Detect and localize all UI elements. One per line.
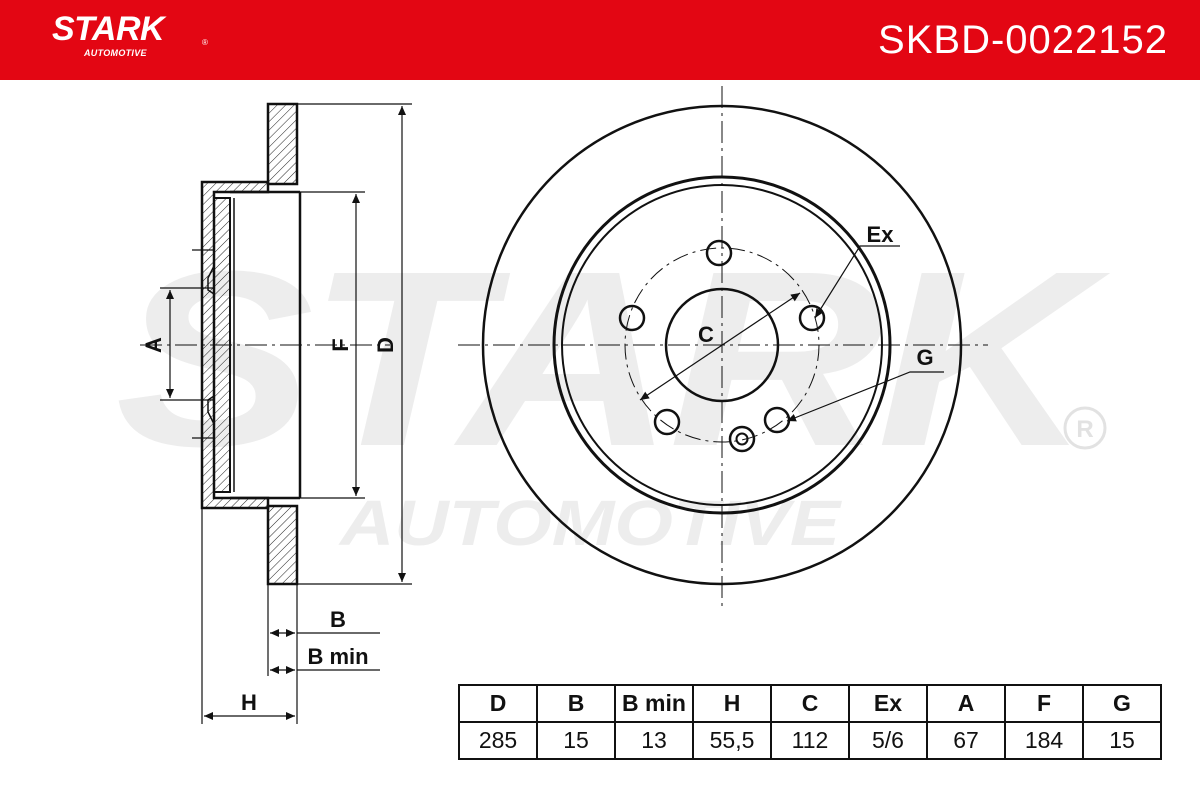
label-A: A (141, 337, 166, 353)
spec-value-cell: 13 (614, 721, 694, 760)
bolt-hole-2 (798, 304, 826, 332)
spec-table-value-row: 285 15 13 55,5 112 5/6 67 184 15 (458, 721, 1162, 760)
spec-header-cell: B min (614, 684, 694, 723)
spec-value-cell: 55,5 (692, 721, 772, 760)
part-number: SKBD-0022152 (878, 18, 1168, 62)
brand-subtitle: AUTOMOTIVE (84, 48, 147, 58)
bore-chamfer-bottom (207, 395, 215, 425)
label-F: F (328, 338, 353, 351)
side-view-labels: A F D B B min H (141, 337, 398, 715)
watermark-sub: AUTOMOTIVE (338, 487, 843, 559)
dim-G-leader (786, 371, 944, 422)
spec-table: D B B min H C Ex A F G 285 15 13 55,5 11… (458, 684, 1162, 760)
label-D: D (373, 337, 398, 353)
brand-registered-mark: ® (202, 38, 208, 47)
side-view (140, 102, 412, 724)
locating-hole-inner (735, 432, 749, 446)
spec-value-cell: 184 (1004, 721, 1084, 760)
watermark-registered-circle (1063, 406, 1107, 450)
dim-C-line (639, 292, 801, 401)
watermark-registered-letter: R (1076, 416, 1093, 443)
spec-value-cell: 67 (926, 721, 1006, 760)
label-H: H (241, 690, 257, 715)
spec-header-cell: C (770, 684, 850, 723)
label-B: B (330, 607, 346, 632)
bolt-circle (624, 247, 820, 443)
bore-chamfer-top (207, 265, 215, 295)
label-G: G (916, 345, 933, 370)
front-view (458, 86, 988, 608)
spec-header-cell: F (1004, 684, 1084, 723)
locating-hole-outer (728, 425, 756, 453)
spec-value-cell: 15 (1082, 721, 1162, 760)
friction-ring-lower (266, 504, 299, 586)
friction-ring-upper (266, 102, 299, 186)
spec-header-cell: Ex (848, 684, 928, 723)
spec-value-cell: 112 (770, 721, 850, 760)
brand-name: STARK (52, 10, 165, 48)
spec-header-cell: D (458, 684, 538, 723)
header-bar: STARK ® AUTOMOTIVE SKBD-0022152 (0, 0, 1200, 80)
hat-outer-circle (552, 175, 892, 515)
label-Ex: Ex (867, 222, 895, 247)
spec-header-cell: A (926, 684, 1006, 723)
label-B-min: B min (307, 644, 368, 669)
spec-header-cell: B (536, 684, 616, 723)
hat-inner-circle (561, 184, 883, 506)
spec-value-cell: 15 (536, 721, 616, 760)
front-view-labels: C Ex G (698, 222, 934, 370)
spec-value-cell: 5/6 (848, 721, 928, 760)
hat-section (200, 180, 270, 510)
dim-Ex-leader (814, 245, 900, 319)
stark-logo: STARK ® AUTOMOTIVE (52, 10, 208, 58)
bolt-hole-4 (653, 408, 681, 436)
label-C: C (698, 322, 714, 347)
hub-face (213, 197, 231, 493)
spec-value-cell: 285 (458, 721, 538, 760)
watermark-word: STARK (115, 219, 1111, 498)
bolt-hole-1 (705, 239, 733, 267)
spec-header-cell: G (1082, 684, 1162, 723)
spec-header-cell: H (692, 684, 772, 723)
disc-outer-edge (481, 104, 963, 586)
spec-table-header-row: D B B min H C Ex A F G (458, 684, 1162, 723)
watermark: STARK AUTOMOTIVE R (115, 219, 1117, 559)
